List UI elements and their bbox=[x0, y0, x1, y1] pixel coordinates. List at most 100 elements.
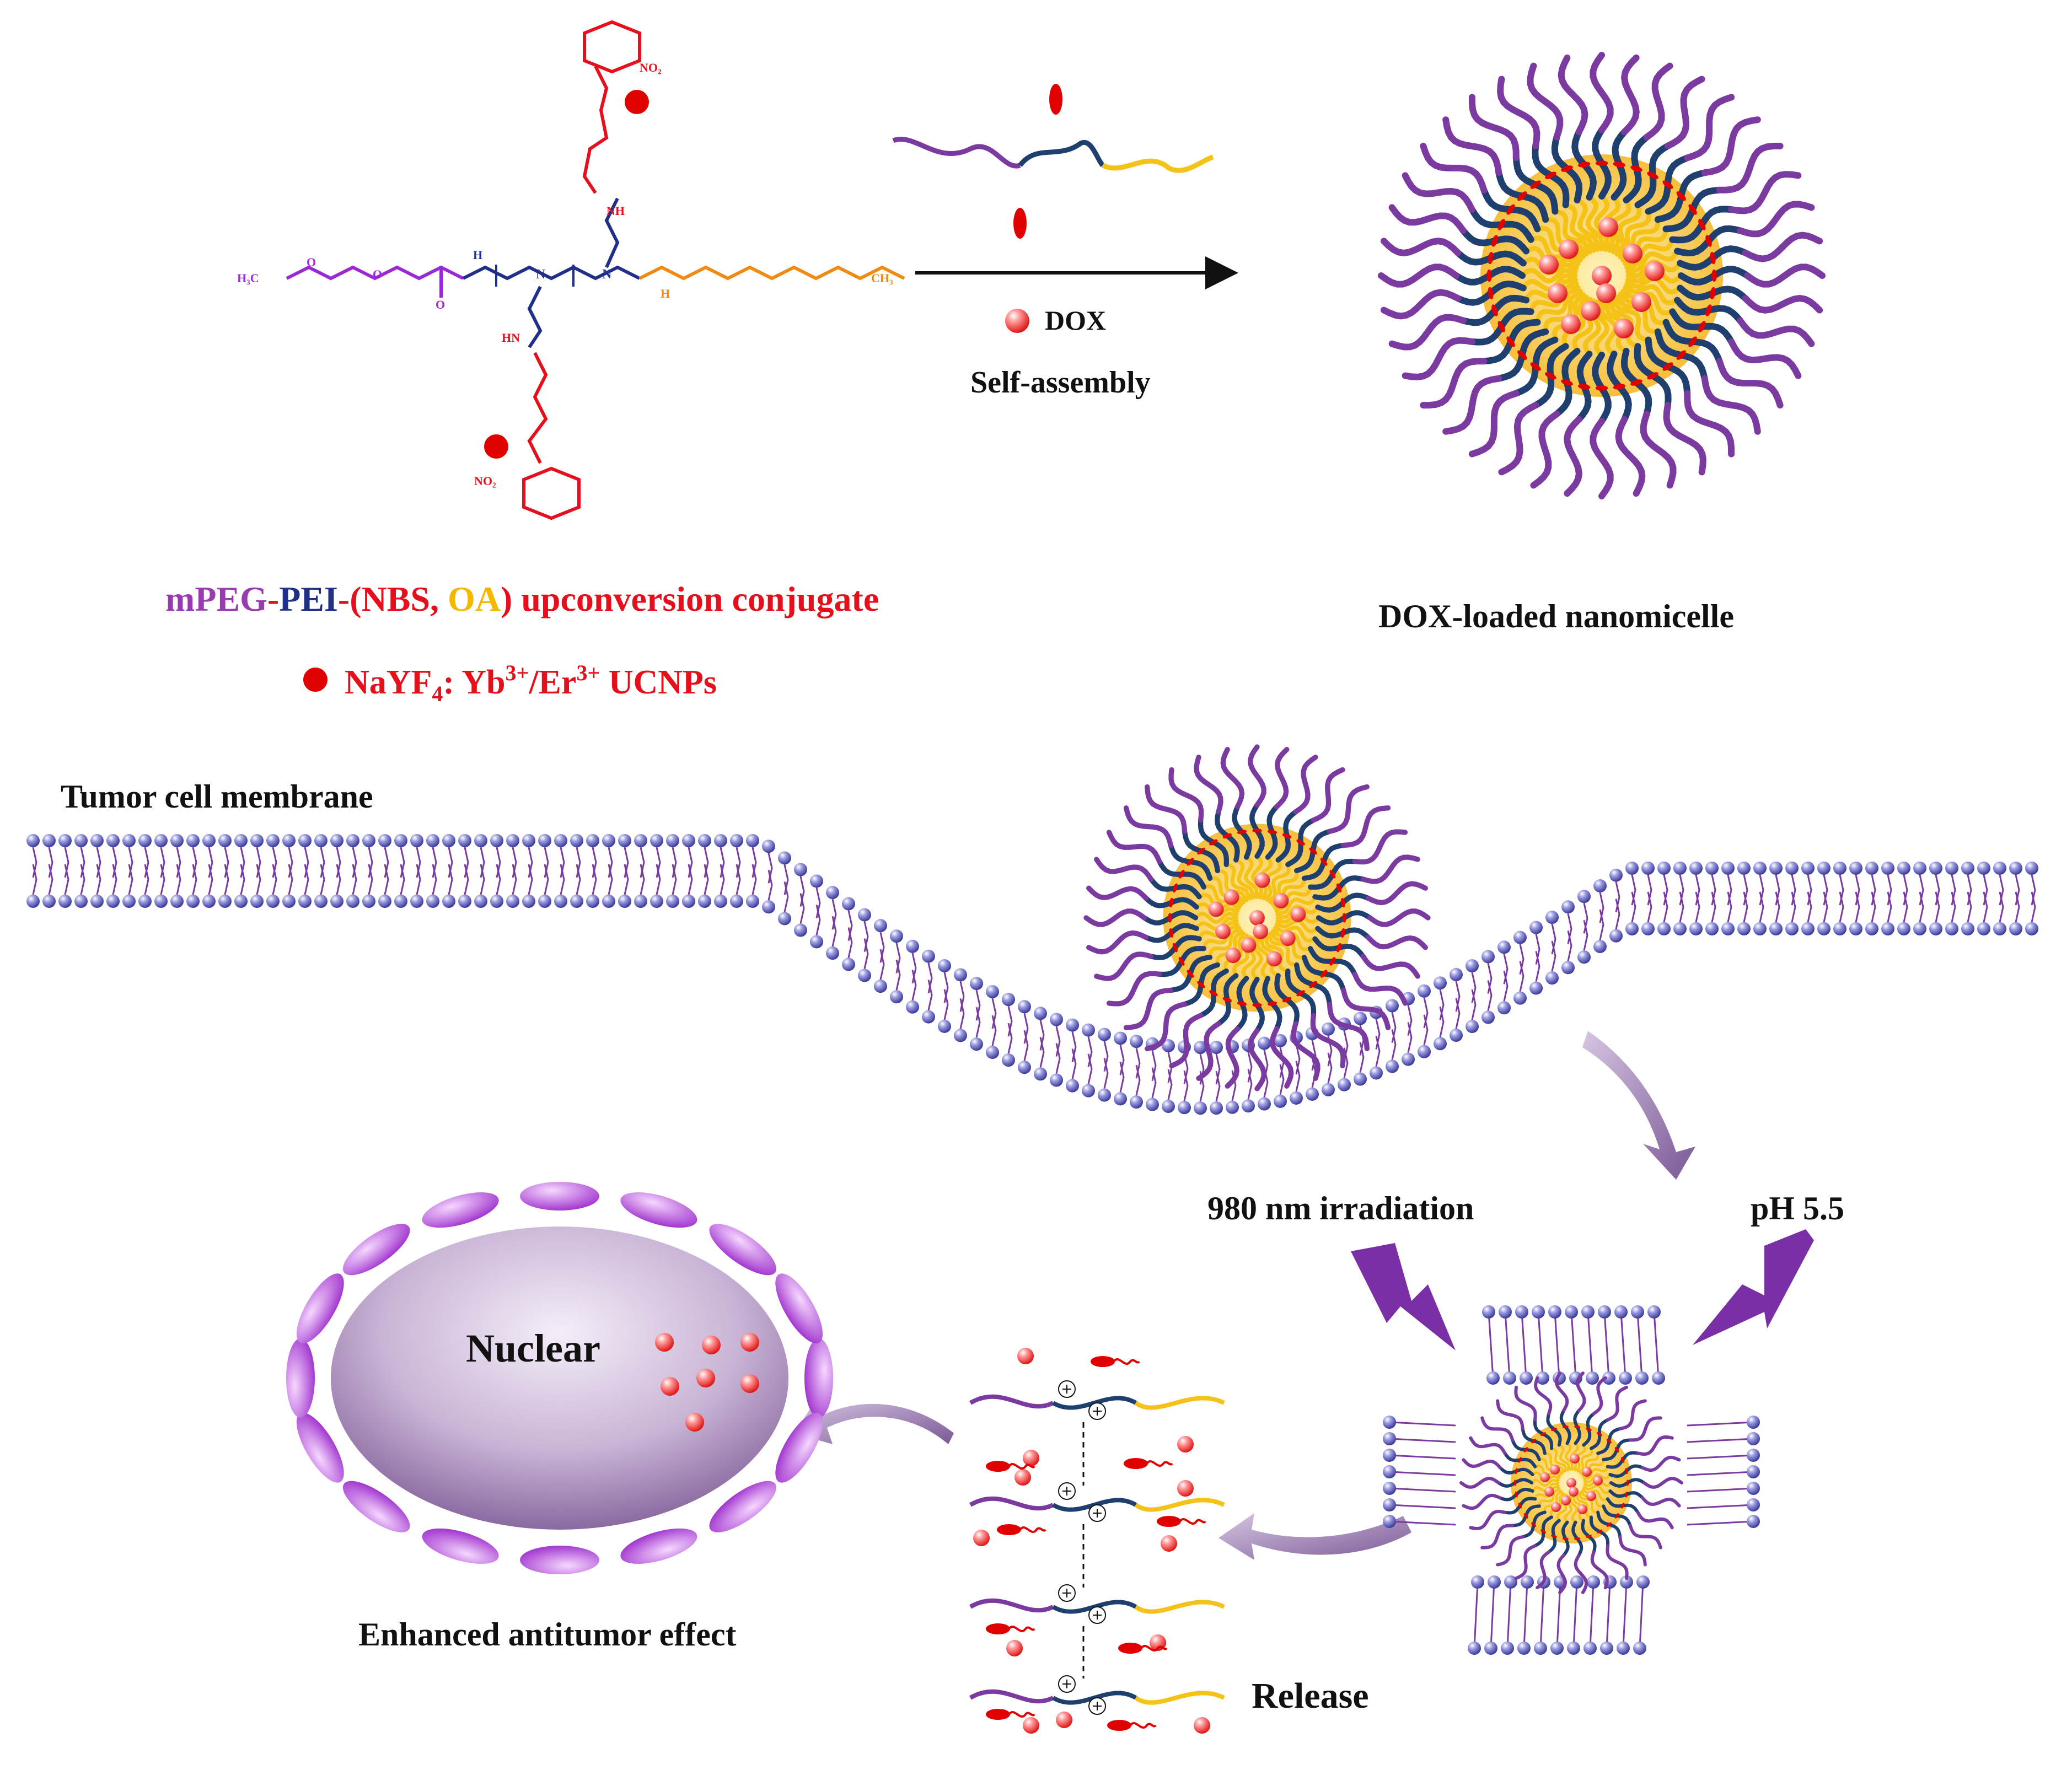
ether-o1-label: O bbox=[307, 255, 316, 269]
lipid-head bbox=[1865, 862, 1878, 875]
peg-segment bbox=[1402, 172, 1475, 213]
oa-tail bbox=[1268, 932, 1299, 967]
lipid-head bbox=[650, 834, 663, 847]
lipid-head bbox=[1609, 868, 1623, 882]
lipid-tail bbox=[464, 847, 469, 895]
lipid-head bbox=[1913, 862, 1926, 875]
lipid-head bbox=[1354, 1012, 1367, 1025]
oa-tail bbox=[1550, 1447, 1567, 1473]
lipid-head bbox=[1769, 922, 1783, 935]
lipid-head bbox=[1002, 993, 1015, 1007]
ucnp-sup2: 3+ bbox=[576, 660, 600, 685]
lipid-head bbox=[810, 935, 823, 949]
oa-tail bbox=[1582, 1465, 1609, 1480]
pei-backbone bbox=[462, 265, 641, 281]
lipid-head bbox=[1593, 940, 1607, 954]
peg-segment bbox=[1640, 411, 1677, 489]
lipid-tail bbox=[1615, 881, 1620, 930]
lipid-head bbox=[1961, 922, 1974, 935]
dox-in-nucleus bbox=[661, 1377, 679, 1396]
lipid-head bbox=[1602, 1371, 1615, 1385]
peg-segment bbox=[1701, 375, 1761, 435]
lipid-head bbox=[394, 834, 407, 847]
nbs-group bbox=[1518, 1503, 1522, 1509]
lipid-head bbox=[1486, 1371, 1500, 1385]
lipid-head bbox=[442, 895, 455, 908]
lipid-head bbox=[970, 977, 983, 991]
lipid-head bbox=[202, 834, 216, 847]
peg-segment bbox=[1220, 747, 1245, 810]
nbs-group bbox=[1710, 287, 1716, 299]
lipid-tail bbox=[1583, 902, 1588, 951]
lipid-head bbox=[1322, 1083, 1335, 1096]
lipid-head bbox=[1383, 1449, 1396, 1462]
lipid-tail bbox=[1487, 963, 1493, 1011]
peg-segment bbox=[1086, 930, 1149, 955]
peg-segment bbox=[1310, 1013, 1346, 1069]
lipid-head bbox=[1881, 862, 1894, 875]
lipid-tail bbox=[1523, 1581, 1528, 1649]
lipid-tail bbox=[1535, 934, 1540, 982]
nbs-group bbox=[1551, 1535, 1557, 1538]
lipid-head bbox=[1515, 1305, 1528, 1319]
dox-particle bbox=[1253, 923, 1269, 939]
peg-segment bbox=[1194, 755, 1223, 815]
irradiation-label: 980 nm irradiation bbox=[1207, 1190, 1474, 1226]
lipid-tail bbox=[704, 847, 709, 895]
peg-segment bbox=[1468, 390, 1520, 458]
peg-segment bbox=[1469, 1436, 1507, 1455]
peg-segment bbox=[1664, 76, 1705, 149]
lipid-tail bbox=[1103, 1041, 1109, 1089]
nbs-group bbox=[1545, 171, 1556, 179]
nuclear-envelope-vesicle bbox=[296, 1412, 344, 1483]
lipid-head bbox=[1383, 1432, 1396, 1445]
lipid-tail bbox=[1554, 1311, 1560, 1379]
lipid-tail bbox=[1423, 997, 1429, 1046]
lipid-tail bbox=[1711, 874, 1716, 923]
peg-segment bbox=[1420, 142, 1488, 193]
lipid-head bbox=[746, 895, 759, 908]
lipid-head bbox=[842, 897, 855, 911]
lipid-tail bbox=[256, 847, 261, 895]
dox-loaded-micelle-top bbox=[1378, 52, 1826, 499]
lipid-head bbox=[410, 895, 423, 908]
lipid-head bbox=[1747, 1515, 1760, 1528]
lipid-head bbox=[1652, 1371, 1665, 1385]
nbs-group bbox=[1506, 204, 1515, 215]
nuclear-envelope-vesicle bbox=[342, 1224, 410, 1276]
dox-particle bbox=[1559, 239, 1579, 259]
lipid-head bbox=[1747, 1465, 1760, 1478]
peg-segment bbox=[1341, 987, 1391, 1030]
lipid-head bbox=[1002, 1053, 1015, 1067]
nbs-group bbox=[1340, 928, 1345, 938]
oa-tail bbox=[1208, 929, 1243, 960]
oa-tail bbox=[1201, 925, 1242, 951]
oa-tail bbox=[1624, 281, 1680, 306]
peg-segment bbox=[1106, 971, 1162, 1007]
polymer-chemical-structure: H₃C O O O H N N NH NO₂ HN NO₂ H CH₃ bbox=[237, 20, 905, 520]
lipid-head bbox=[1529, 921, 1543, 934]
plus-sign bbox=[1062, 1680, 1071, 1688]
lipid-head bbox=[570, 895, 583, 908]
nuclear-envelope-vesicle bbox=[804, 1338, 833, 1418]
peg-segment bbox=[1365, 934, 1428, 950]
peg-segment bbox=[1558, 54, 1588, 136]
lipid-head bbox=[714, 834, 727, 847]
dox-in-nucleus bbox=[702, 1336, 721, 1354]
lipid-head bbox=[1338, 1078, 1351, 1091]
dox-particle bbox=[1225, 948, 1241, 964]
lipid-head bbox=[202, 895, 216, 908]
lipid-tail bbox=[1687, 1438, 1754, 1443]
lipid-head bbox=[554, 834, 567, 847]
nbs-group bbox=[1237, 830, 1247, 835]
lipid-head bbox=[618, 834, 631, 847]
peg-segment bbox=[1094, 951, 1154, 981]
lipid-head bbox=[1689, 862, 1703, 875]
lipid-head bbox=[330, 834, 343, 847]
nbs-group bbox=[1515, 1491, 1518, 1498]
lipid-head bbox=[138, 834, 152, 847]
lipid-head bbox=[218, 834, 232, 847]
released-oa bbox=[1134, 1396, 1225, 1410]
plus-sign bbox=[1093, 1702, 1102, 1710]
